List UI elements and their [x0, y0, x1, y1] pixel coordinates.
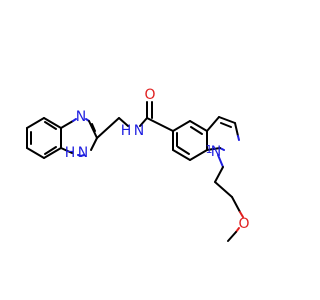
amide-h-label: H: [121, 123, 132, 139]
indole-benzene-ring: [172, 120, 208, 161]
indole-n1-label: N: [211, 144, 221, 160]
molecule-structure-diagram: N N H N H O N 1 O: [26, 87, 250, 242]
atom-labels: N N H N H O N 1 O: [65, 87, 250, 232]
amide-linker: [96, 101, 174, 139]
benzimidazole-n3-label: N: [76, 109, 86, 125]
methoxyethyl-chain: [214, 154, 244, 242]
benzimidazole-n1-label: N: [78, 145, 88, 161]
amide-n-label: N: [134, 123, 144, 139]
benzimidazole-imidazole-ring: [60, 118, 98, 157]
benzimidazole-benzene-ring: [26, 117, 62, 159]
benzimidazole-n1-h-label: H: [65, 145, 76, 161]
amide-o-label: O: [144, 87, 155, 103]
indole-n1-number: 1: [206, 143, 213, 156]
indole-pyrrole-ring: [206, 116, 240, 151]
ether-o-label: O: [238, 216, 249, 232]
